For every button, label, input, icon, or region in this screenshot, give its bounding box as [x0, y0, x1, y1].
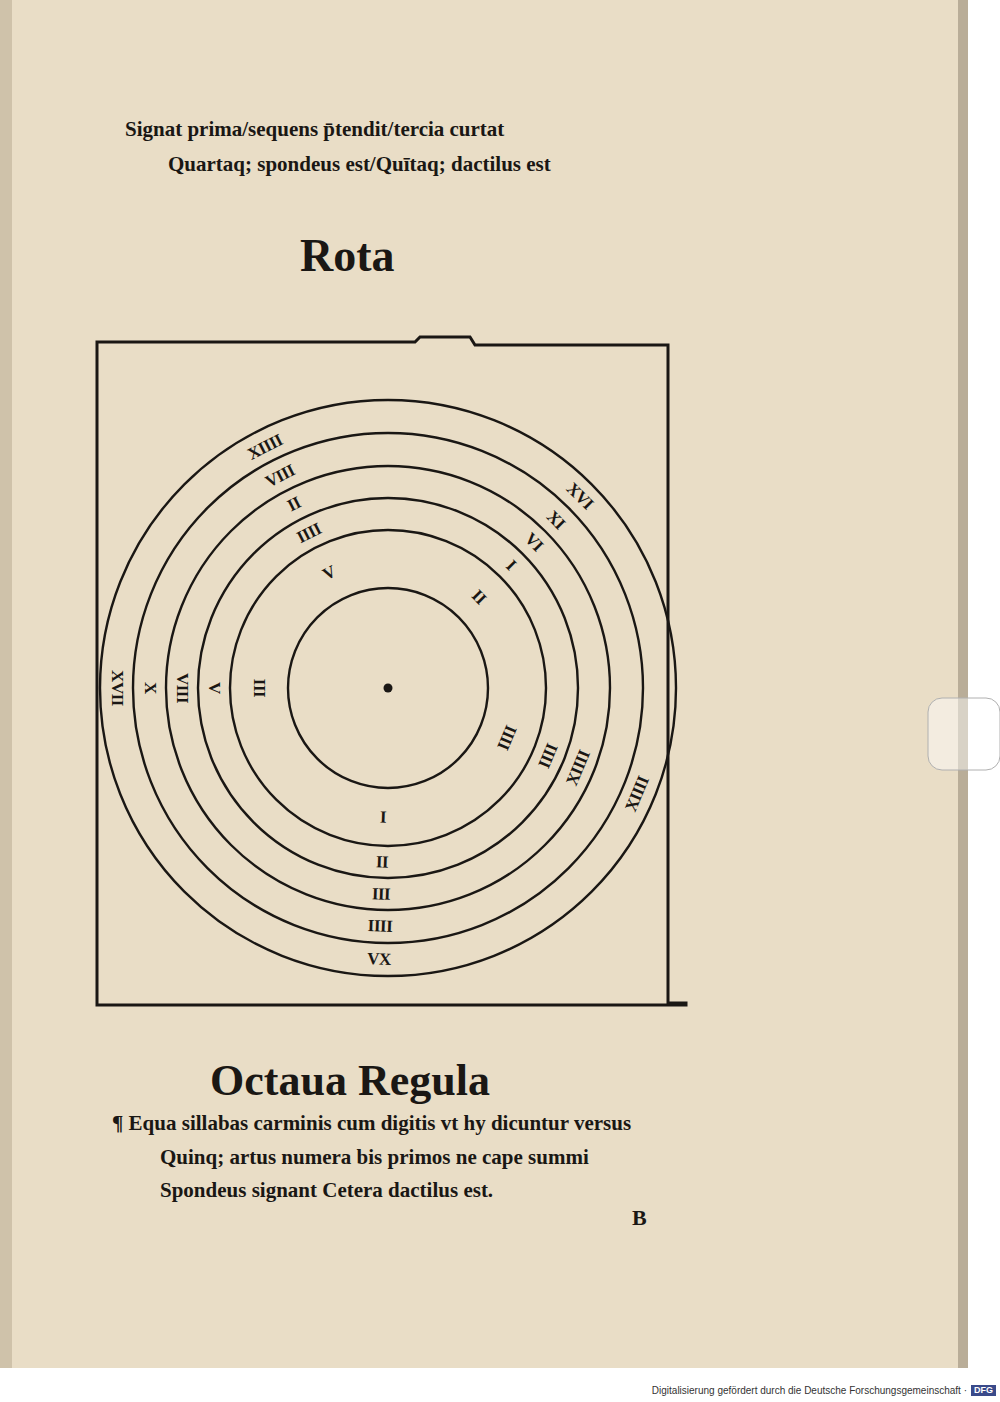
verse-line: Quinq; artus numera bis primos ne cape s… — [160, 1146, 589, 1168]
ring-numeral: XVII — [109, 670, 126, 706]
ring-numeral: I — [380, 808, 387, 825]
paper — [0, 0, 968, 1368]
ring — [133, 433, 643, 943]
signature-mark: B — [632, 1206, 647, 1229]
ring — [198, 498, 578, 878]
ring-numeral: IIII — [367, 917, 392, 935]
heading: Rota — [300, 232, 395, 280]
ring-numeral: III — [251, 679, 268, 697]
footer-logo: DFG — [971, 1385, 996, 1396]
verse-line: ¶ Equa sillabas carminis cum digitis vt … — [112, 1112, 631, 1134]
ring — [100, 400, 676, 976]
ring-numeral: III — [371, 885, 390, 903]
footer-credit: Digitalisierung gefördert durch die Deut… — [652, 1386, 967, 1397]
verse-line: Signat prima/sequens p̄tendit/tercia cur… — [125, 118, 504, 140]
gutter — [0, 0, 12, 1368]
center-dot — [384, 684, 393, 693]
verse-line: Quartaq; spondeus est/Quītaq; dactilus e… — [168, 153, 551, 175]
ring-numeral: VIII — [174, 673, 191, 703]
ring — [230, 530, 546, 846]
ring-numeral: V — [206, 682, 223, 694]
concentric-circles — [100, 400, 676, 976]
ring-numeral: X — [142, 682, 159, 694]
verse-line: Spondeus signant Cetera dactilus est. — [160, 1179, 493, 1201]
ring — [288, 588, 488, 788]
ring-numeral: II — [376, 853, 389, 870]
tab — [928, 698, 1000, 770]
rule-heading: Octaua Regula — [210, 1058, 490, 1104]
page-edge — [958, 0, 968, 1368]
ring-numeral: VX — [366, 950, 390, 968]
frame — [97, 337, 686, 1005]
ring — [166, 466, 610, 910]
